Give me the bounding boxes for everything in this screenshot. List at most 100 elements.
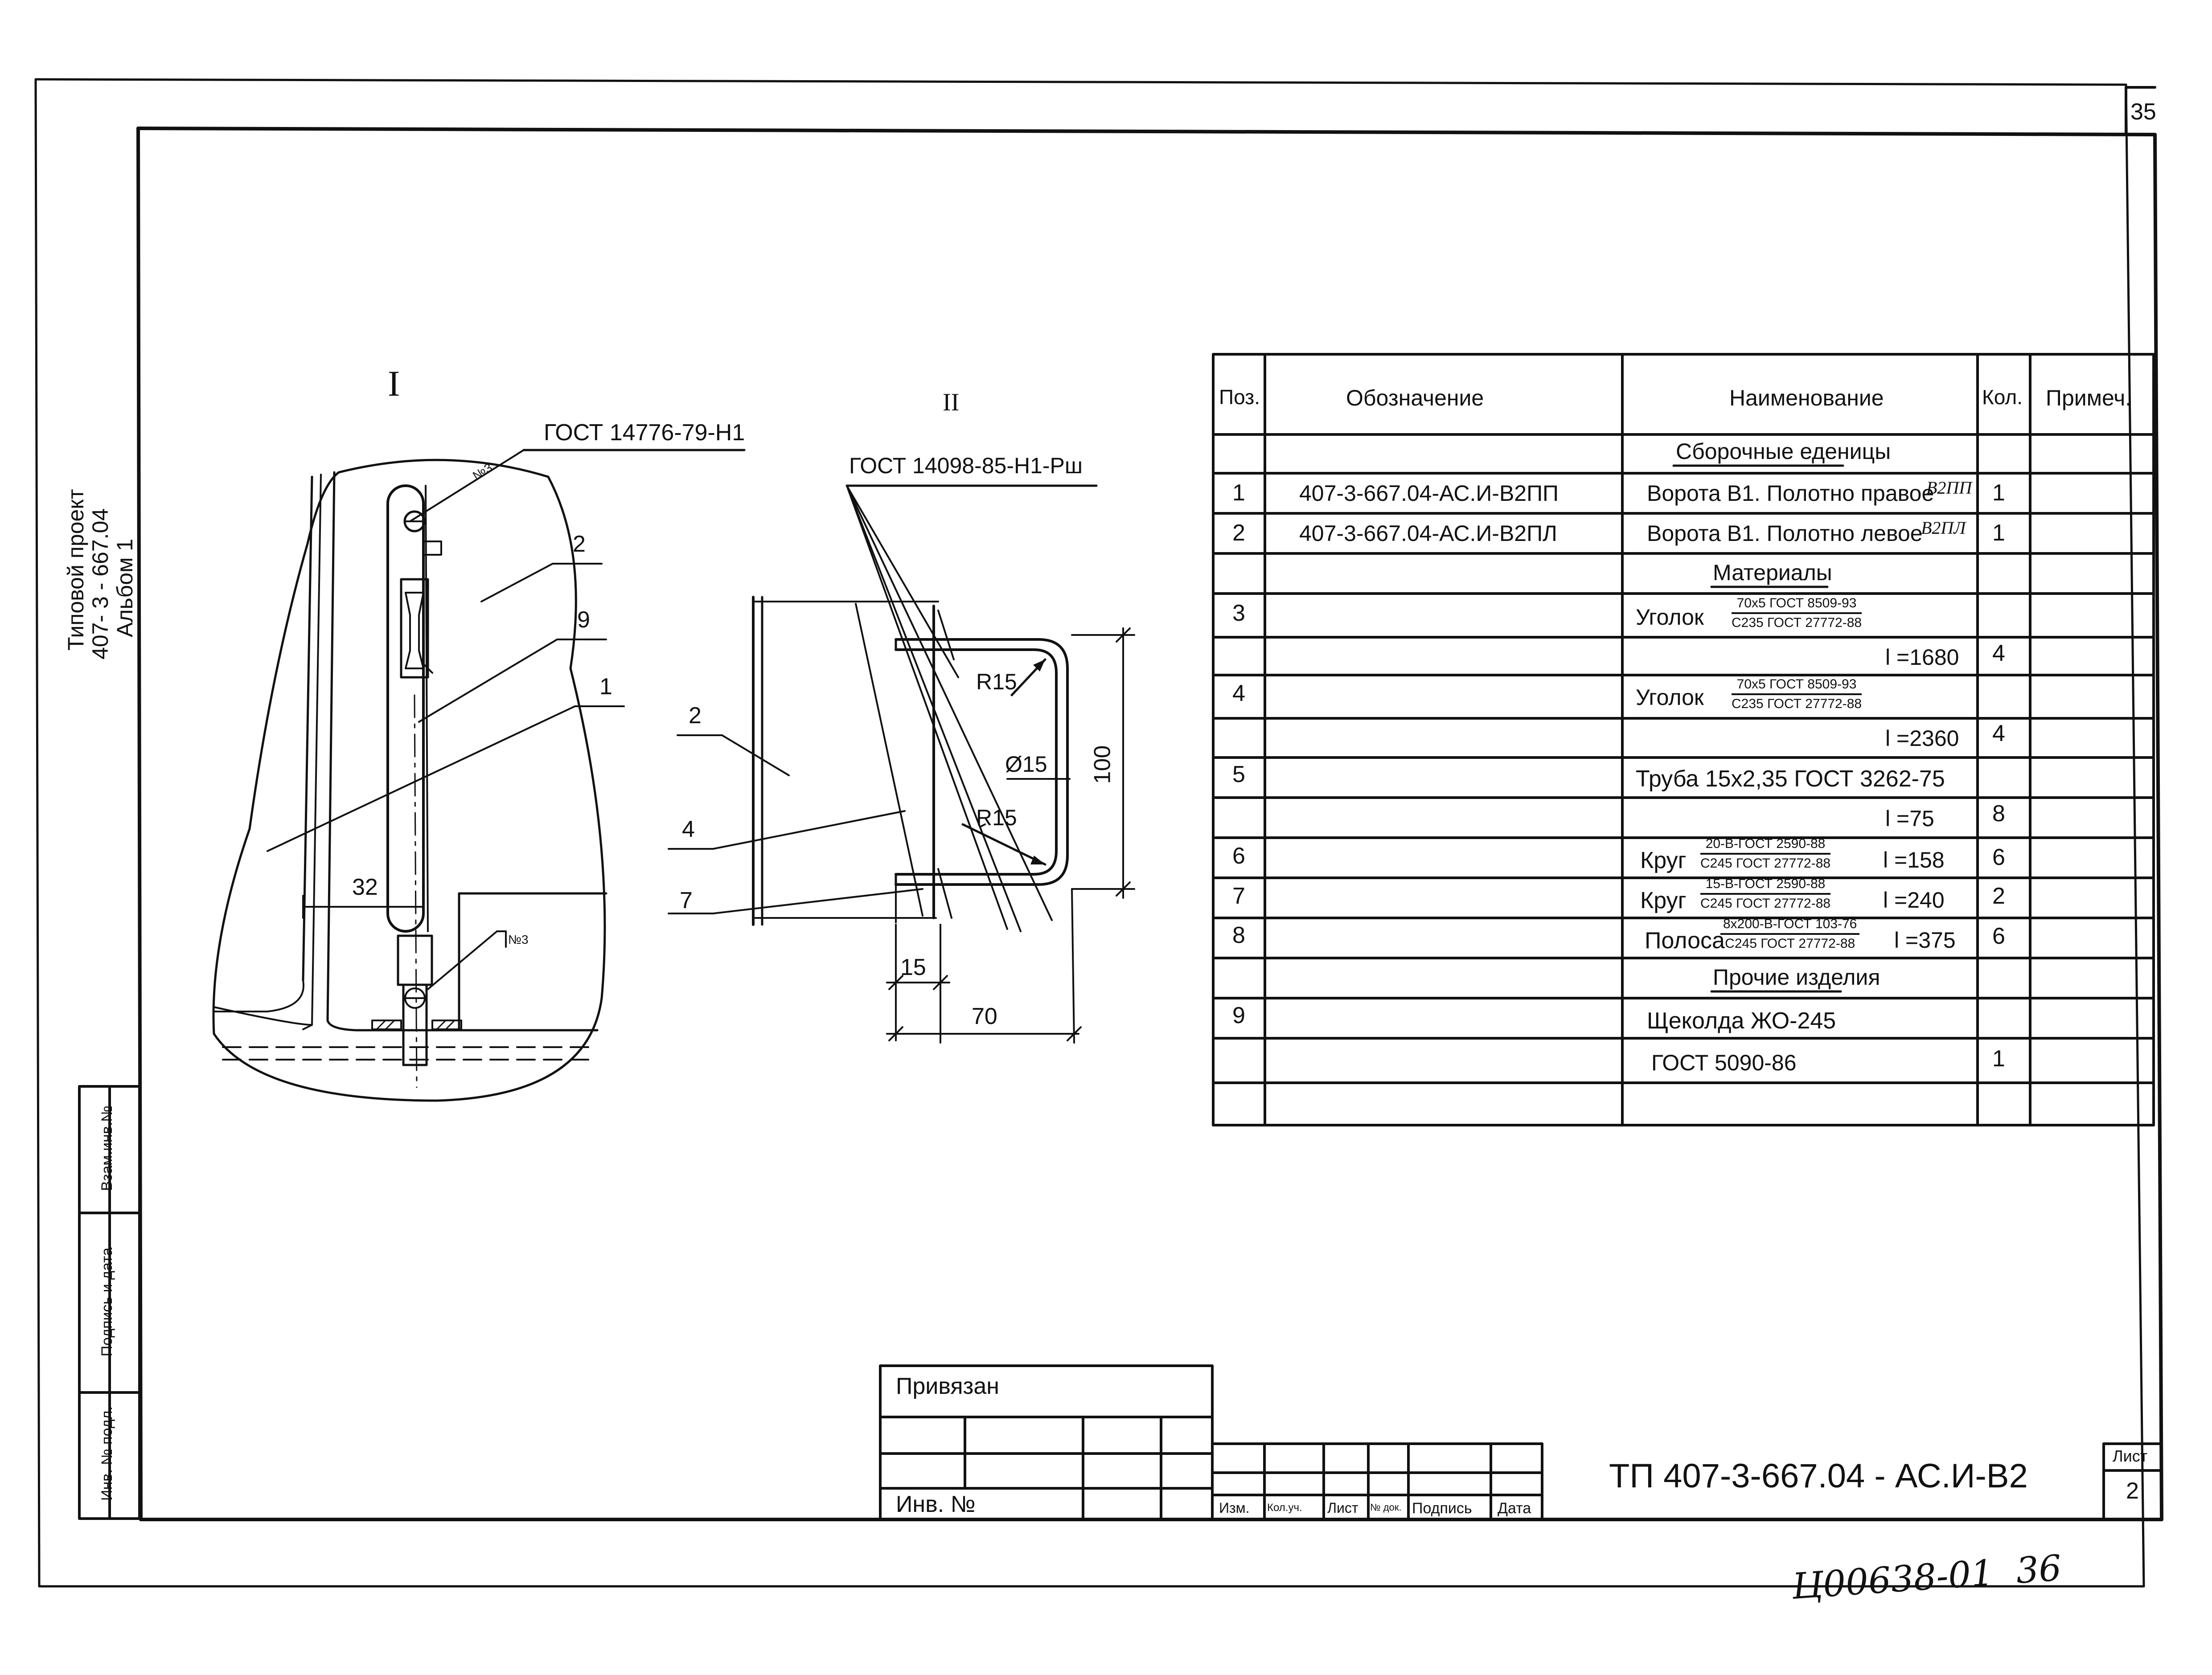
view2-callout-4: 4 [682,816,695,842]
spec-row1-pos: 1 [1232,480,1245,506]
spec-row9-name: Щеколда ЖО-245 [1647,1008,1836,1034]
spec-row7-length: l =240 [1883,888,1945,913]
view2-gost: ГОСТ 14098-85-Н1-Рш [849,453,1083,478]
spec-row8-pos: 8 [1232,922,1245,948]
inner-frame [136,127,2163,1521]
spec-row1-name: Ворота В1. Полотно правое [1647,481,1934,506]
project-label-line2: 407- 3 - 667.04 [88,508,113,659]
spec-row2-name: Ворота В1. Полотно левое [1647,521,1923,546]
stamp-vzam-label: Взам.инв.№ [98,1106,115,1191]
title-block-col-podpis: Подпись [1412,1500,1472,1517]
sheet-border [34,78,2145,1588]
spec-row1-code: 407-3-667.04-АС.И-В2ПП [1299,481,1559,506]
view2-dim-70: 70 [972,1003,997,1029]
spec-header-pos: Поз. [1219,385,1260,409]
title-block-grid [879,1364,2163,1521]
view1-callout-9: 9 [577,607,590,633]
spec-row4-fraction: 70х5 ГОСТ 8509-93 С235 ГОСТ 27772-88 [1732,677,1862,711]
side-stamp-frame [78,1085,141,1520]
spec-row4-name: Уголок [1636,685,1704,710]
spec-row5-length: l =75 [1885,806,1934,831]
view2-title: II [943,389,960,416]
stamp-podpis-label: Подпись и дата [98,1247,115,1357]
view2-dim-15: 15 [900,954,926,980]
view1-dim-32: 32 [352,874,378,900]
spec-row3-fraction: 70х5 ГОСТ 8509-93 С235 ГОСТ 27772-88 [1732,596,1862,630]
spec-row6-length: l =158 [1883,848,1945,872]
title-block-inv-no: Инв. № [896,1491,976,1517]
spec-row5-pos: 5 [1232,762,1245,787]
project-label-line3: Альбом 1 [112,538,137,637]
spec-row8-den: С245 ГОСТ 27772-88 [1725,936,1855,951]
spec-row8-qty: 6 [1992,923,2005,949]
spec-header-qty: Кол. [1982,385,2023,409]
spec-row8-num: 8х200-В-ГОСТ 103-76 [1720,917,1860,935]
spec-row3-length: l =1680 [1885,645,1959,670]
spec-row3-pos: 3 [1232,600,1245,626]
title-block-list-label: Лист [2113,1447,2148,1465]
spec-row9-qty: 1 [1992,1046,2005,1072]
title-block-list-value: 2 [2126,1478,2139,1504]
spec-row3-den: С235 ГОСТ 27772-88 [1732,615,1862,630]
spec-row2-name-hw: В2ПЛ [1921,518,1966,538]
spec-row7-pos: 7 [1232,883,1245,909]
title-block-col-izm: Изм. [1219,1500,1250,1516]
view1-callout-2: 2 [573,531,586,557]
project-label-line1: Типовой проект [63,489,88,651]
spec-row7-qty: 2 [1992,883,2005,909]
spec-row8-name: Полоса [1645,928,1725,954]
title-block-doc-code: ТП 407-3-667.04 - АС.И-В2 [1609,1457,2028,1495]
view2-r15-top: R15 [976,669,1017,694]
spec-row4-pos: 4 [1232,680,1245,706]
view2-r15-bottom: R15 [976,805,1017,830]
spec-row4-length: l =2360 [1885,726,1959,751]
view2-d15: Ø15 [1005,752,1047,777]
title-block-privyazan: Привязан [896,1373,1000,1399]
sheet-corner-number: 35 [2130,99,2156,125]
title-block-col-koluch: Кол.уч. [1267,1502,1302,1514]
spec-row9-pos: 9 [1232,1003,1245,1028]
view2-callout-2: 2 [689,703,702,729]
spec-row6-pos: 6 [1232,843,1245,869]
spec-row3-num: 70х5 ГОСТ 8509-93 [1732,596,1862,614]
section-underlines [1672,464,1844,993]
spec-row4-qty: 4 [1992,721,2005,746]
view1-weld-label-bottom: №3 [508,933,529,946]
spec-row9-name2: ГОСТ 5090-86 [1651,1050,1797,1075]
spec-row7-den: С245 ГОСТ 27772-88 [1700,896,1831,911]
spec-row8-length: l =375 [1894,928,1956,953]
spec-row6-qty: 6 [1992,844,2005,870]
spec-row2-pos: 2 [1232,520,1245,546]
title-block-col-list: Лист [1327,1500,1358,1516]
corner-number-box [2125,86,2156,136]
title-block-col-ndok: № док. [1370,1502,1402,1513]
view1-callout-1: 1 [599,674,612,700]
spec-header-note: Примеч. [2046,385,2132,410]
spec-row5-qty: 8 [1992,801,2005,827]
spec-row1-name-hw: В2ПП [1926,478,1972,498]
spec-section-other: Прочие изделия [1713,965,1880,990]
stamp-inv-podl-label: Инв. № подл. [98,1406,115,1501]
spec-row7-name: Круг [1640,888,1687,913]
spec-row6-num: 20-В-ГОСТ 2590-88 [1700,837,1831,855]
spec-row4-den: С235 ГОСТ 27772-88 [1732,696,1862,711]
spec-row5-name: Труба 15х2,35 ГОСТ 3262-75 [1636,766,1945,792]
spec-row7-num: 15-В-ГОСТ 2590-88 [1700,877,1831,895]
spec-row2-qty: 1 [1992,520,2005,546]
spec-header-code: Обозначение [1346,385,1484,410]
spec-row6-name: Круг [1640,848,1687,873]
spec-row4-num: 70х5 ГОСТ 8509-93 [1732,677,1862,695]
title-block-col-data: Дата [1498,1500,1531,1517]
view2-dim-100: 100 [1089,745,1116,784]
view2-drawing [668,484,1135,1044]
spec-row6-fraction: 20-В-ГОСТ 2590-88 С245 ГОСТ 27772-88 [1700,837,1831,871]
spec-row3-qty: 4 [1992,640,2005,666]
view1-drawing [212,449,746,1102]
view1-title: I [388,363,400,404]
project-label: Типовой проект 407- 3 - 667.04 Альбом 1 [27,423,160,691]
spec-row1-qty: 1 [1992,480,2005,506]
spec-row8-fraction: 8х200-В-ГОСТ 103-76 С245 ГОСТ 27772-88 [1720,917,1860,951]
view2-callout-7: 7 [680,888,693,913]
spec-row6-den: С245 ГОСТ 27772-88 [1700,856,1831,871]
spec-header-name: Наименование [1729,385,1884,410]
